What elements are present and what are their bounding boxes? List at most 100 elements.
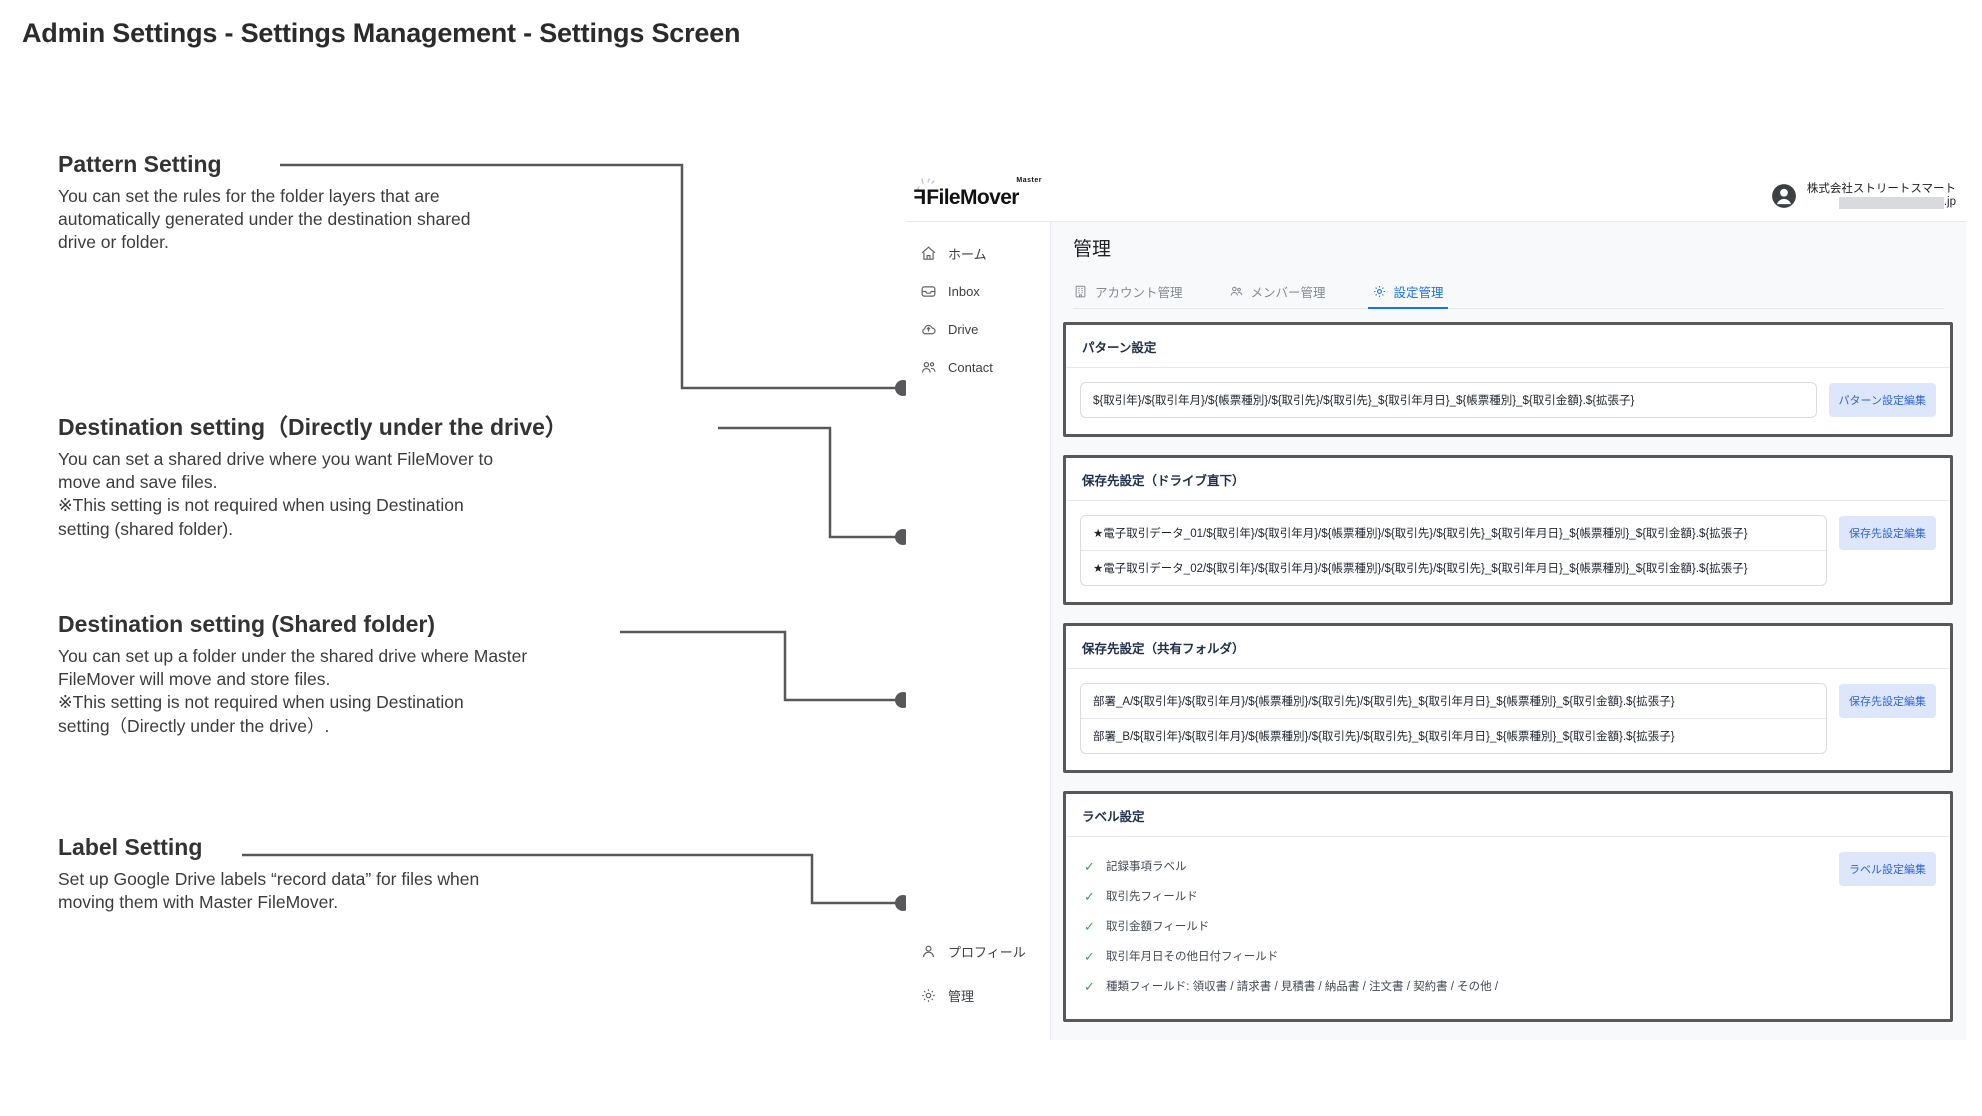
check-icon: ✓ <box>1084 918 1095 934</box>
check-icon: ✓ <box>1084 978 1095 994</box>
contacts-icon <box>921 361 936 373</box>
label-item: ✓ 記録事項ラベル <box>1080 851 1827 881</box>
callout-title: Destination setting (Shared folder) <box>58 611 435 637</box>
card-body: ${取引年}/${取引年月}/${帳票種別}/${取引先}/${取引先}_${取… <box>1066 368 1950 434</box>
person-icon <box>922 945 935 957</box>
label-item-text: 取引年月日その他日付フィールド <box>1106 951 1279 963</box>
app-header: Master FFileMover 株式会社ストリートスマート .jp <box>906 170 1966 222</box>
edit-destination-drive-button[interactable]: 保存先設定編集 <box>1839 516 1936 550</box>
edit-destination-folder-button[interactable]: 保存先設定編集 <box>1839 684 1936 718</box>
card-pattern-setting: パターン設定 ${取引年}/${取引年月}/${帳票種別}/${取引先}/${取… <box>1063 322 1953 437</box>
redacted-domain-block <box>1838 196 1944 209</box>
gear-icon <box>922 988 935 1002</box>
check-icon: ✓ <box>1084 858 1095 874</box>
avatar-icon <box>1771 184 1796 208</box>
settings-cards: パターン設定 ${取引年}/${取引年月}/${帳票種別}/${取引先}/${取… <box>1063 322 1953 1040</box>
label-item: ✓ 取引年月日その他日付フィールド <box>1080 941 1827 971</box>
people-icon <box>1230 286 1242 296</box>
destination-row[interactable]: ★電子取引データ_01/${取引年}/${取引年月}/${帳票種別}/${取引先… <box>1093 528 1748 540</box>
sidebar-item-inbox[interactable]: Inbox <box>906 276 1050 306</box>
sidebar-item-drive[interactable]: Drive <box>906 314 1050 344</box>
card-title: 保存先設定（共有フォルダ） <box>1066 626 1950 669</box>
user-text: 株式会社ストリートスマート .jp <box>1807 183 1956 209</box>
callout-body: You can set a shared drive where you wan… <box>58 449 494 539</box>
sidebar-item-label: 管理 <box>948 988 975 1004</box>
destination-row[interactable]: ★電子取引データ_02/${取引年}/${取引年月}/${帳票種別}/${取引先… <box>1081 550 1826 585</box>
gear-icon <box>1373 286 1385 297</box>
destination-row[interactable]: 部署_A/${取引年}/${取引年月}/${帳票種別}/${取引先}/${取引先… <box>1093 696 1675 708</box>
sidebar-item-label: Contact <box>948 359 993 375</box>
card-title: 保存先設定（ドライブ直下） <box>1066 458 1950 501</box>
tab-label: 設定管理 <box>1393 286 1444 300</box>
sidebar-item-home[interactable]: ホーム <box>906 238 1050 268</box>
label-item: ✓ 取引金額フィールド <box>1080 911 1827 941</box>
tab-label: メンバー管理 <box>1250 286 1326 300</box>
content-panel: 管理 アカウント管理 メンバー管理 <box>1051 222 1966 1040</box>
app-screenshot: Master FFileMover 株式会社ストリートスマート .jp <box>906 170 1966 1040</box>
check-icon: ✓ <box>1084 888 1095 904</box>
logo-text: FFileMover <box>914 186 1019 209</box>
callout-body: Set up Google Drive labels “record data”… <box>58 869 480 913</box>
sidebar-top-nav: ホーム Inbox Drive <box>906 238 1050 382</box>
sparkle-icon <box>916 178 935 191</box>
page-title: Admin Settings - Settings Management - S… <box>22 18 741 48</box>
sidebar-item-label: Inbox <box>948 283 980 299</box>
check-icon: ✓ <box>1084 948 1095 964</box>
tab-label: アカウント管理 <box>1095 286 1183 300</box>
label-item: ✓ 種類フィールド: 領収書 / 請求書 / 見積書 / 納品書 / 注文書 /… <box>1080 971 1827 1001</box>
sidebar-item-label: Drive <box>948 321 979 337</box>
label-item: ✓ 取引先フィールド <box>1080 881 1827 911</box>
callout-pattern-setting: Pattern Setting You can set the rules fo… <box>58 151 748 255</box>
tab-member-management[interactable]: メンバー管理 <box>1229 282 1326 308</box>
sidebar-item-label: ホーム <box>948 246 987 262</box>
building-icon <box>1075 285 1086 298</box>
card-title: パターン設定 <box>1066 325 1950 368</box>
callout-title: Pattern Setting <box>58 151 222 177</box>
tab-bar: アカウント管理 メンバー管理 設定管理 <box>1073 277 1944 309</box>
callout-label-setting: Label Setting Set up Google Drive labels… <box>58 834 748 914</box>
value-list: ${取引年}/${取引年月}/${帳票種別}/${取引先}/${取引先}_${取… <box>1080 382 1817 418</box>
card-destination-drive: 保存先設定（ドライブ直下） ★電子取引データ_01/${取引年}/${取引年月}… <box>1063 455 1953 605</box>
logo-wordmark: FileMover <box>926 186 1019 209</box>
home-icon <box>921 245 936 260</box>
user-account[interactable]: 株式会社ストリートスマート .jp <box>1771 178 1956 214</box>
card-body: ★電子取引データ_01/${取引年}/${取引年月}/${帳票種別}/${取引先… <box>1066 501 1950 602</box>
sidebar: ホーム Inbox Drive <box>906 222 1051 1040</box>
label-item-text: 種類フィールド: 領収書 / 請求書 / 見積書 / 納品書 / 注文書 / 契… <box>1106 981 1499 993</box>
card-title: ラベル設定 <box>1066 794 1950 837</box>
label-item-text: 記録事項ラベル <box>1106 861 1187 873</box>
user-domain-row: .jp <box>1807 196 1956 209</box>
edit-label-setting-button[interactable]: ラベル設定編集 <box>1839 852 1936 886</box>
user-domain-suffix: .jp <box>1943 196 1956 208</box>
value-list: ★電子取引データ_01/${取引年}/${取引年月}/${帳票種別}/${取引先… <box>1080 515 1827 586</box>
label-item-text: 取引金額フィールド <box>1106 921 1210 933</box>
card-body: 部署_A/${取引年}/${取引年月}/${帳票種別}/${取引先}/${取引先… <box>1066 669 1950 770</box>
value-list: 部署_A/${取引年}/${取引年月}/${帳票種別}/${取引先}/${取引先… <box>1080 683 1827 754</box>
sidebar-item-profile[interactable]: プロフィール <box>906 936 1050 966</box>
tab-settings-management[interactable]: 設定管理 <box>1367 282 1448 309</box>
sidebar-item-label: プロフィール <box>948 944 1026 960</box>
content-heading: 管理 <box>1073 239 1112 260</box>
callout-destination-folder: Destination setting (Shared folder) You … <box>58 611 748 738</box>
tab-account-management[interactable]: アカウント管理 <box>1073 282 1183 308</box>
sidebar-item-admin[interactable]: 管理 <box>906 980 1050 1010</box>
callout-body: You can set up a folder under the shared… <box>58 646 528 736</box>
callout-title: Destination setting（Directly under the d… <box>58 414 568 440</box>
filemover-logo[interactable]: Master FFileMover <box>914 177 1044 215</box>
edit-pattern-setting-button[interactable]: パターン設定編集 <box>1828 383 1936 417</box>
pattern-row[interactable]: ${取引年}/${取引年月}/${帳票種別}/${取引先}/${取引先}_${取… <box>1093 395 1635 407</box>
callout-destination-drive: Destination setting（Directly under the d… <box>58 414 748 541</box>
card-label-setting: ラベル設定 ✓ 記録事項ラベル ✓ 取引先フィールド <box>1063 791 1953 1022</box>
card-destination-folder: 保存先設定（共有フォルダ） 部署_A/${取引年}/${取引年月}/${帳票種別… <box>1063 623 1953 773</box>
card-body: ✓ 記録事項ラベル ✓ 取引先フィールド ✓ 取引金額フィールド <box>1066 837 1950 1019</box>
callout-body: You can set the rules for the folder lay… <box>58 186 471 253</box>
callout-title: Label Setting <box>58 834 203 860</box>
sidebar-item-contact[interactable]: Contact <box>906 352 1050 382</box>
inbox-icon <box>921 285 936 297</box>
destination-row[interactable]: 部署_B/${取引年}/${取引年月}/${帳票種別}/${取引先}/${取引先… <box>1081 718 1826 753</box>
sidebar-bottom-nav: プロフィール 管理 <box>906 936 1050 1010</box>
drive-icon <box>922 324 936 334</box>
label-item-text: 取引先フィールド <box>1106 891 1198 903</box>
label-list: ✓ 記録事項ラベル ✓ 取引先フィールド ✓ 取引金額フィールド <box>1080 851 1827 1001</box>
